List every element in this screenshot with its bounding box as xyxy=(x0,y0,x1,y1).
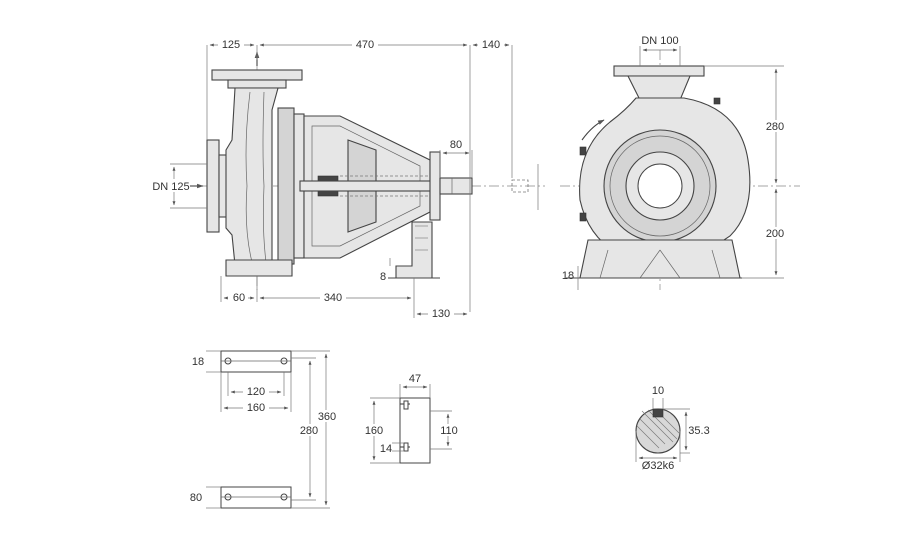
dim-outer-width: 160 xyxy=(247,402,265,414)
dim-top-right: 140 xyxy=(482,39,500,51)
dim-slot: 14 xyxy=(380,443,392,455)
dim-foot-width: 47 xyxy=(409,373,421,385)
dim-lower-height: 200 xyxy=(766,228,784,240)
dim-hole-spacing: 110 xyxy=(440,425,458,437)
dim-top-total: 470 xyxy=(356,39,374,51)
key xyxy=(652,408,664,418)
outlet-flange xyxy=(211,69,303,81)
base-bottom-plate xyxy=(220,486,292,509)
casing-foot xyxy=(225,259,293,277)
foot-detail: 47 160 110 14 xyxy=(360,373,463,464)
base-top-plate xyxy=(220,350,292,373)
dim-key-width: 10 xyxy=(652,385,664,397)
dim-shaft-diameter: Ø32k6 xyxy=(642,460,674,472)
outlet-label: DN 100 xyxy=(641,35,678,47)
dim-top-left: 125 xyxy=(222,39,240,51)
dim-inner-width: 120 xyxy=(247,386,265,398)
dim-inner-length: 280 xyxy=(300,425,318,437)
dim-foot-height: 8 xyxy=(380,271,386,283)
dim-shaft-end: 80 xyxy=(450,139,462,151)
dim-upper-height: 280 xyxy=(766,121,784,133)
dim-bottom-right: 130 xyxy=(432,308,450,320)
dim-foot-thickness: 18 xyxy=(562,270,574,282)
dim-foot-height-160: 160 xyxy=(365,425,383,437)
front-feet xyxy=(579,239,741,279)
dim-end-width: 80 xyxy=(190,492,202,504)
dim-hole-dia: 18 xyxy=(192,356,204,368)
inlet-label: DN 125 xyxy=(152,181,189,193)
dim-outer-length: 360 xyxy=(318,411,336,423)
side-view: 125 470 140 80 DN 125 8 60 340 130 xyxy=(152,38,545,320)
dim-key-depth: 35.3 xyxy=(688,425,709,437)
outlet-flange-front xyxy=(613,65,705,77)
base-plan: 18 120 160 280 360 80 xyxy=(190,350,340,509)
dim-bottom-left: 60 xyxy=(233,292,245,304)
shaft-section: 10 35.3 Ø32k6 xyxy=(635,385,713,472)
inlet-flange xyxy=(206,139,220,233)
front-view: DN 100 280 200 18 xyxy=(560,34,800,290)
dim-bottom-mid: 340 xyxy=(324,292,342,304)
volute-casing xyxy=(225,87,279,266)
